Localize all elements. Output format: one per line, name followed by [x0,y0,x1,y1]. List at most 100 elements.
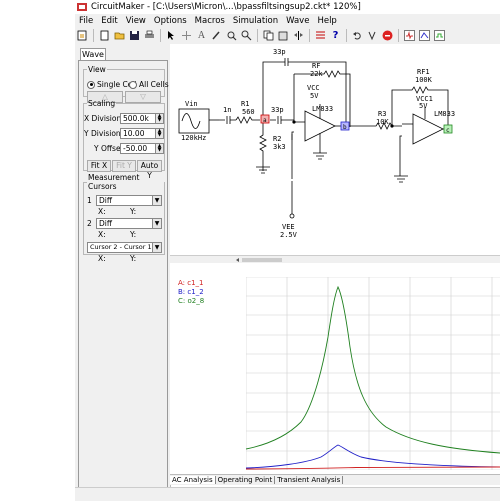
single-cell-option[interactable]: Single Cell [87,80,136,89]
run-digital-icon[interactable] [314,29,327,42]
x-division-spinner[interactable]: ▲▼ [155,113,164,124]
menu-file[interactable]: File [79,15,94,26]
r3-value: 10K [376,118,389,126]
analysis-tabs: AC Analysis Operating Point Transient An… [170,474,500,485]
copy-icon[interactable] [262,29,275,42]
chevron-down-icon[interactable]: ▼ [152,219,161,228]
help-icon[interactable]: ? [332,30,339,41]
r1-value: 560 [242,108,255,116]
vin-label: Vin [185,100,198,108]
y-division-field[interactable]: 10.00 [120,128,156,139]
zoom-icon[interactable] [225,29,238,42]
all-cells-radio[interactable] [129,80,137,89]
fit-x-button[interactable]: Fit X [87,160,111,172]
undo-icon[interactable] [351,29,364,42]
trace-a-curve [246,466,500,470]
cursor-diff-y: Y: [130,254,137,263]
title-bar: CircuitMaker - [C:\Users\Micron\...\bpas… [75,0,500,14]
step-icon[interactable] [366,29,379,42]
tab-transient-analysis[interactable]: Transient Analysis [275,476,344,484]
y-division-label: Y Division [84,129,121,138]
c3-value: 33p [271,106,284,114]
scaling-group-label: Scaling [88,99,116,108]
chevron-down-icon[interactable]: ▼ [152,243,161,252]
analog-scope-icon[interactable] [418,29,431,42]
scroll-arrows-icon[interactable] [170,256,500,264]
menu-wave[interactable]: Wave [286,15,310,26]
cursor-1-y: Y: [130,207,137,216]
select-arrow-icon[interactable] [165,29,178,42]
cursor-2-mode-select[interactable]: Diff▼ [96,218,162,229]
vcc1-label: VCC1 [416,95,433,103]
scaling-group: Scaling X Division 500.0k ▲▼ Y Division … [83,99,165,180]
schematic-canvas[interactable]: Vin 120kHz 1n R1 560 33p 33p RF 22k VCC … [170,44,500,255]
cursor-diff-value: Cursor 2 - Cursor 1 [90,243,152,251]
search-icon[interactable] [240,29,253,42]
y-offset-spinner[interactable]: ▲▼ [155,143,164,154]
waveform-icon[interactable] [403,29,416,42]
save-icon[interactable] [128,29,141,42]
rf-label: RF [312,62,320,70]
c1-value: 1n [223,106,231,114]
op2-label: LM833 [434,110,455,118]
op1-label: LM833 [312,105,333,113]
menu-view[interactable]: View [125,15,146,26]
vin-source[interactable] [178,108,210,134]
cursor-1-number: 1 [87,196,92,205]
menu-help[interactable]: Help [317,15,337,26]
auto-y-button[interactable]: Auto Y [137,160,162,180]
all-cells-option[interactable]: All Cells [129,80,169,89]
wave-tab-body: View Single Cell All Cells △ ▽ Scaling X… [78,60,169,496]
trace-b-label[interactable]: B: c1_2 [178,288,204,296]
tab-ac-analysis[interactable]: AC Analysis [170,476,216,484]
stop-icon[interactable] [381,29,394,42]
probe-icon[interactable] [210,29,223,42]
trace-a-label[interactable]: A: c1_1 [178,279,204,287]
menu-simulation[interactable]: Simulation [232,15,279,26]
new-file-icon[interactable] [76,29,89,42]
toolbar: A ? [75,27,500,45]
vcc-label: VCC [307,84,320,92]
plot-grid [246,277,500,470]
waveform-plot[interactable] [246,277,500,470]
r2-label: R2 [273,135,281,143]
y-offset-field[interactable]: -50.00 [120,143,156,154]
probe-b-marker[interactable] [340,121,350,131]
trace-c-label[interactable]: C: o2_8 [178,297,205,305]
new-document-icon[interactable] [98,29,111,42]
vee-value: 2.5V [280,231,298,239]
menu-macros[interactable]: Macros [194,15,225,26]
x-division-field[interactable]: 500.0k [120,113,156,124]
probe-a-marker[interactable] [260,114,270,124]
menu-options[interactable]: Options [153,15,187,26]
print-icon[interactable] [143,29,156,42]
menu-edit[interactable]: Edit [101,15,118,26]
rf1-value: 100K [415,76,433,84]
waveform-pane[interactable]: A: c1_1 B: c1_2 C: o2_8 [170,263,500,474]
cursor-diff-select[interactable]: Cursor 2 - Cursor 1▼ [87,242,162,253]
trace-b-curve [246,444,500,469]
paste-icon[interactable] [277,29,290,42]
tab-operating-point[interactable]: Operating Point [216,476,276,484]
move-down-button[interactable]: ▽ [125,91,161,103]
cursor-1-mode-select[interactable]: Diff▼ [96,195,162,206]
window-title: CircuitMaker - [C:\Users\Micron\...\bpas… [91,2,361,12]
flip-icon[interactable] [292,29,305,42]
vin-frequency: 120kHz [181,134,206,142]
toolbar-separator [346,29,347,42]
open-folder-icon[interactable] [113,29,126,42]
move-up-button[interactable]: △ [87,91,123,103]
single-cell-radio[interactable] [87,80,95,89]
text-tool-icon[interactable]: A [197,30,206,41]
toolbar-separator [257,29,258,42]
wire-plus-icon[interactable] [180,29,193,42]
tab-wave[interactable]: Wave [80,48,106,61]
digital-scope-icon[interactable] [433,29,446,42]
fit-y-button[interactable]: Fit Y [112,160,136,172]
chevron-down-icon[interactable]: ▼ [152,196,161,205]
single-cell-label: Single Cell [97,80,137,89]
r1-label: R1 [241,100,249,108]
y-division-spinner[interactable]: ▲▼ [155,128,164,139]
probe-c-marker[interactable] [443,124,453,134]
rf1-label: RF1 [417,68,430,76]
